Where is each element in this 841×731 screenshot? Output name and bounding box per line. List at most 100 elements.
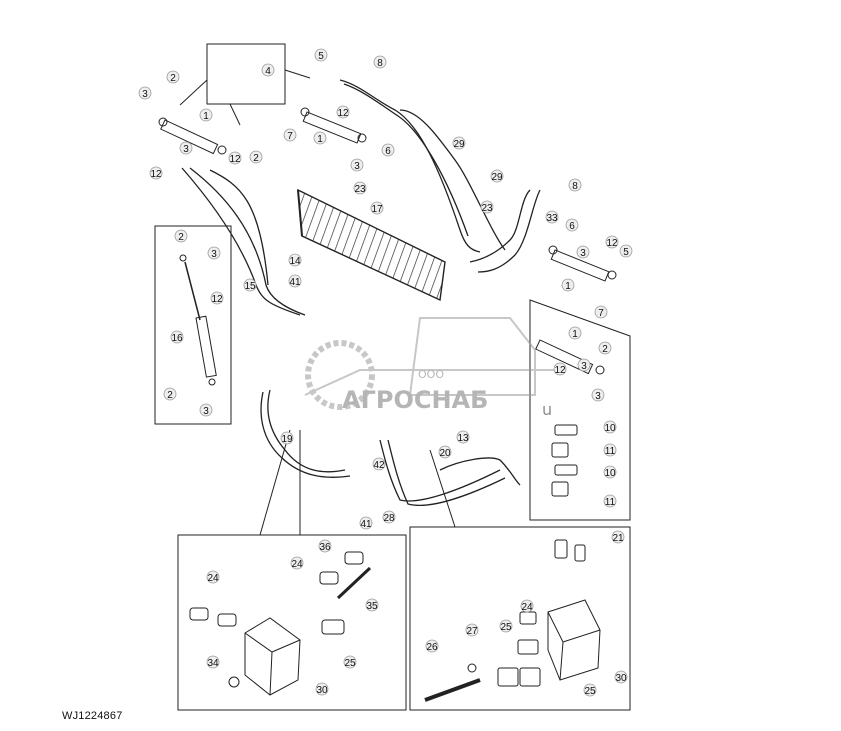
svg-text:7: 7 bbox=[598, 308, 604, 319]
svg-text:1: 1 bbox=[572, 329, 578, 340]
callout: 15 bbox=[243, 278, 257, 292]
svg-text:25: 25 bbox=[500, 622, 512, 633]
callout: 1 bbox=[568, 326, 582, 340]
callout: 11 bbox=[603, 494, 617, 508]
callout: 12 bbox=[149, 166, 163, 180]
svg-text:2: 2 bbox=[602, 344, 608, 355]
callout: 36 bbox=[318, 539, 332, 553]
svg-text:5: 5 bbox=[318, 51, 324, 62]
callout: 2 bbox=[163, 387, 177, 401]
callout: 23 bbox=[480, 200, 494, 214]
svg-text:11: 11 bbox=[605, 446, 616, 457]
watermark-suffix: u bbox=[542, 400, 552, 419]
svg-text:41: 41 bbox=[360, 519, 372, 530]
svg-text:4: 4 bbox=[265, 66, 271, 77]
valve-block-right bbox=[424, 539, 601, 702]
callout: 33 bbox=[545, 210, 559, 224]
callout: 25 bbox=[499, 619, 513, 633]
svg-text:35: 35 bbox=[366, 601, 378, 612]
svg-text:21: 21 bbox=[612, 533, 624, 544]
callout: 29 bbox=[452, 136, 466, 150]
callout: 3 bbox=[591, 388, 605, 402]
watermark-name: АГРОСНАБ bbox=[342, 386, 488, 414]
svg-text:25: 25 bbox=[584, 686, 596, 697]
callout: 3 bbox=[576, 245, 590, 259]
svg-text:3: 3 bbox=[595, 391, 601, 402]
svg-text:17: 17 bbox=[371, 204, 383, 215]
svg-text:1: 1 bbox=[203, 111, 209, 122]
callout: 10 bbox=[603, 420, 617, 434]
svg-text:7: 7 bbox=[287, 131, 293, 142]
callouts: 1 1 1 1 2 2 2 2 2 3 3 3 3 3 3 3 3 4 5 5 … bbox=[138, 48, 633, 697]
inset-box-valve-block-left bbox=[177, 534, 407, 711]
svg-text:26: 26 bbox=[426, 642, 438, 653]
svg-text:29: 29 bbox=[491, 172, 503, 183]
svg-text:16: 16 bbox=[171, 333, 183, 344]
callout: 3 bbox=[138, 86, 152, 100]
callout: 41 bbox=[288, 274, 302, 288]
inset-box-valve-block-right bbox=[409, 526, 631, 711]
cylinder-upper-middle bbox=[300, 107, 367, 144]
callout: 8 bbox=[568, 178, 582, 192]
svg-text:8: 8 bbox=[377, 58, 383, 69]
callout: 2 bbox=[174, 229, 188, 243]
inset-box-gas-strut bbox=[154, 225, 232, 425]
callout: 19 bbox=[280, 431, 294, 445]
callout: 20 bbox=[438, 445, 452, 459]
svg-text:23: 23 bbox=[481, 203, 493, 214]
callout: 17 bbox=[370, 201, 384, 215]
callout: 24 bbox=[290, 556, 304, 570]
svg-text:3: 3 bbox=[203, 406, 209, 417]
inset-box-cylinder-fittings bbox=[529, 299, 631, 521]
callout: 29 bbox=[490, 169, 504, 183]
cylinder-right bbox=[548, 245, 617, 282]
svg-text:6: 6 bbox=[569, 221, 575, 232]
callout: 2 bbox=[166, 70, 180, 84]
callout: 16 bbox=[170, 330, 184, 344]
svg-text:34: 34 bbox=[207, 658, 219, 669]
svg-text:12: 12 bbox=[554, 365, 566, 376]
svg-text:20: 20 bbox=[439, 448, 451, 459]
callout: 12 bbox=[553, 362, 567, 376]
callout: 5 bbox=[314, 48, 328, 62]
gas-strut bbox=[179, 254, 217, 386]
svg-text:27: 27 bbox=[466, 626, 478, 637]
svg-text:24: 24 bbox=[291, 559, 303, 570]
callout: 2 bbox=[249, 150, 263, 164]
svg-text:5: 5 bbox=[623, 247, 629, 258]
callout: 26 bbox=[425, 639, 439, 653]
svg-text:25: 25 bbox=[344, 658, 356, 669]
callout: 10 bbox=[603, 465, 617, 479]
svg-text:10: 10 bbox=[604, 468, 616, 479]
callout: 8 bbox=[373, 55, 387, 69]
svg-text:12: 12 bbox=[229, 154, 241, 165]
svg-text:2: 2 bbox=[170, 73, 176, 84]
callout: 30 bbox=[614, 670, 628, 684]
svg-text:8: 8 bbox=[572, 181, 578, 192]
callout: 12 bbox=[210, 291, 224, 305]
fittings-column-right bbox=[551, 424, 578, 497]
svg-text:19: 19 bbox=[281, 434, 293, 445]
svg-text:11: 11 bbox=[605, 497, 616, 508]
drawing-reference-code: WJ1224867 bbox=[62, 710, 123, 722]
callout: 3 bbox=[577, 358, 591, 372]
callout: 24 bbox=[520, 599, 534, 613]
callout: 14 bbox=[288, 253, 302, 267]
svg-text:15: 15 bbox=[244, 281, 256, 292]
svg-text:33: 33 bbox=[546, 213, 558, 224]
svg-text:10: 10 bbox=[604, 423, 616, 434]
watermark-prefix: ООО bbox=[418, 368, 444, 381]
svg-text:41: 41 bbox=[289, 277, 301, 288]
svg-text:36: 36 bbox=[319, 542, 331, 553]
cylinder-inset-right bbox=[535, 339, 605, 375]
callout: 5 bbox=[619, 244, 633, 258]
svg-text:2: 2 bbox=[178, 232, 184, 243]
svg-text:42: 42 bbox=[373, 460, 385, 471]
callout: 24 bbox=[206, 570, 220, 584]
svg-text:13: 13 bbox=[457, 433, 469, 444]
svg-text:29: 29 bbox=[453, 139, 465, 150]
callout: 34 bbox=[206, 655, 220, 669]
callout: 42 bbox=[372, 457, 386, 471]
callout: 3 bbox=[350, 158, 364, 172]
